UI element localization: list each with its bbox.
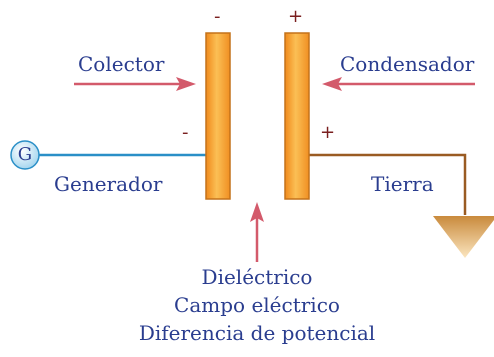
condensador-arrow [322, 77, 475, 91]
mid-right-sign: + [320, 122, 336, 143]
top-right-sign: + [288, 6, 304, 27]
top-left-sign: - [214, 6, 221, 27]
ground-wire [302, 153, 467, 215]
generator-circle [10, 140, 40, 170]
dielectrico-label: Dieléctrico [201, 265, 313, 289]
tierra-label: Tierra [371, 172, 434, 196]
diferencia-potencial-label: Diferencia de potencial [138, 321, 376, 345]
campo-electrico-label: Campo eléctrico [174, 293, 340, 317]
dielectric-arrow [250, 202, 264, 262]
colector-label: Colector [78, 52, 165, 76]
left-plate [205, 32, 231, 200]
generator-label-g: G [17, 144, 33, 165]
ground-symbol [433, 216, 494, 258]
colector-arrow [74, 77, 196, 91]
mid-left-sign: - [182, 122, 189, 143]
right-plate [284, 32, 310, 200]
condensador-label: Condensador [340, 52, 475, 76]
generador-label: Generador [54, 172, 163, 196]
